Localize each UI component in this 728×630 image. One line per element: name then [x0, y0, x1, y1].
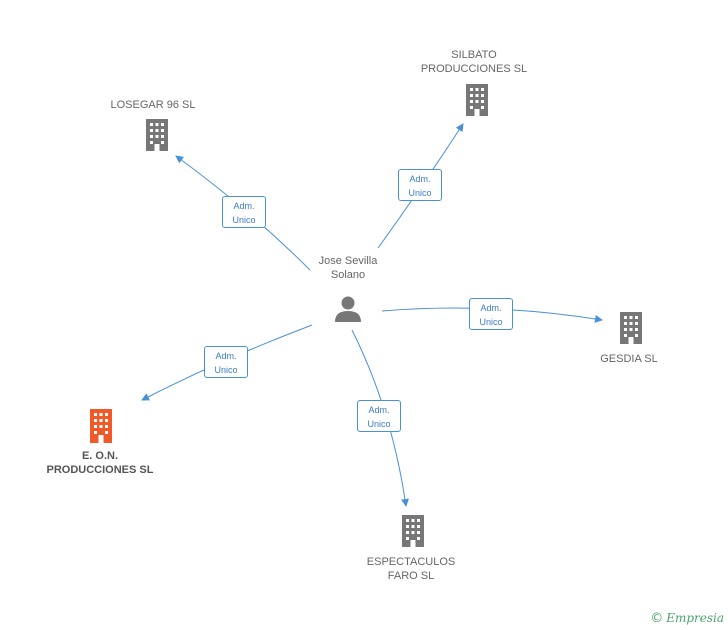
- edge-label-line2: Unico: [367, 419, 391, 429]
- node-silbato-line1: SILBATO: [451, 49, 497, 61]
- edges: [141, 123, 603, 507]
- edge-label-line1: Adm.: [480, 303, 502, 313]
- edge-label-line1: Adm.: [215, 351, 237, 361]
- node-silbato-line2: PRODUCCIONES SL: [420, 63, 528, 75]
- node-losegar-line1: LOSEGAR 96 SL: [110, 99, 196, 111]
- brand-footer[interactable]: ©Empresia: [650, 611, 724, 626]
- node-espectaculos-line2: FARO SL: [387, 570, 435, 582]
- edge-label-line1: Adm.: [409, 174, 431, 184]
- node-silbato-label[interactable]: SILBATO PRODUCCIONES SL: [404, 48, 544, 76]
- copyright-symbol: ©: [650, 611, 664, 626]
- node-eon-label[interactable]: E. O.N. PRODUCCIONES SL: [30, 449, 170, 477]
- node-gesdia-label[interactable]: GESDIA SL: [579, 352, 679, 366]
- edge-label-silbato[interactable]: Adm. Unico: [398, 169, 442, 201]
- node-eon-line2: PRODUCCIONES SL: [46, 464, 154, 476]
- building-icon[interactable]: [616, 311, 646, 345]
- brand-name: Empresia: [666, 611, 724, 625]
- edge-label-line1: Adm.: [233, 201, 255, 211]
- building-icon[interactable]: [398, 514, 428, 548]
- building-icon[interactable]: [462, 83, 492, 117]
- person-icon[interactable]: [333, 294, 363, 324]
- edge-label-gesdia[interactable]: Adm. Unico: [469, 298, 513, 330]
- edge-label-line2: Unico: [232, 215, 256, 225]
- node-espectaculos-line1: ESPECTACULOS: [366, 556, 456, 568]
- edge-label-losegar[interactable]: Adm. Unico: [222, 196, 266, 228]
- center-name-line2: Solano: [330, 269, 366, 281]
- edge-label-espectaculos[interactable]: Adm. Unico: [357, 400, 401, 432]
- center-name-line1: Jose Sevilla: [318, 255, 378, 267]
- node-gesdia-line1: GESDIA SL: [600, 353, 658, 365]
- node-losegar-label[interactable]: LOSEGAR 96 SL: [93, 98, 213, 112]
- building-icon[interactable]: [142, 118, 172, 152]
- node-eon-line1: E. O.N.: [81, 450, 119, 462]
- edge-label-line2: Unico: [214, 365, 238, 375]
- edge-label-line2: Unico: [479, 317, 503, 327]
- edge-label-line1: Adm.: [368, 405, 390, 415]
- edge-label-eon[interactable]: Adm. Unico: [204, 346, 248, 378]
- node-espectaculos-label[interactable]: ESPECTACULOS FARO SL: [351, 555, 471, 583]
- building-icon[interactable]: [86, 408, 116, 444]
- edge-label-line2: Unico: [408, 188, 432, 198]
- center-person-label[interactable]: Jose Sevilla Solano: [298, 254, 398, 282]
